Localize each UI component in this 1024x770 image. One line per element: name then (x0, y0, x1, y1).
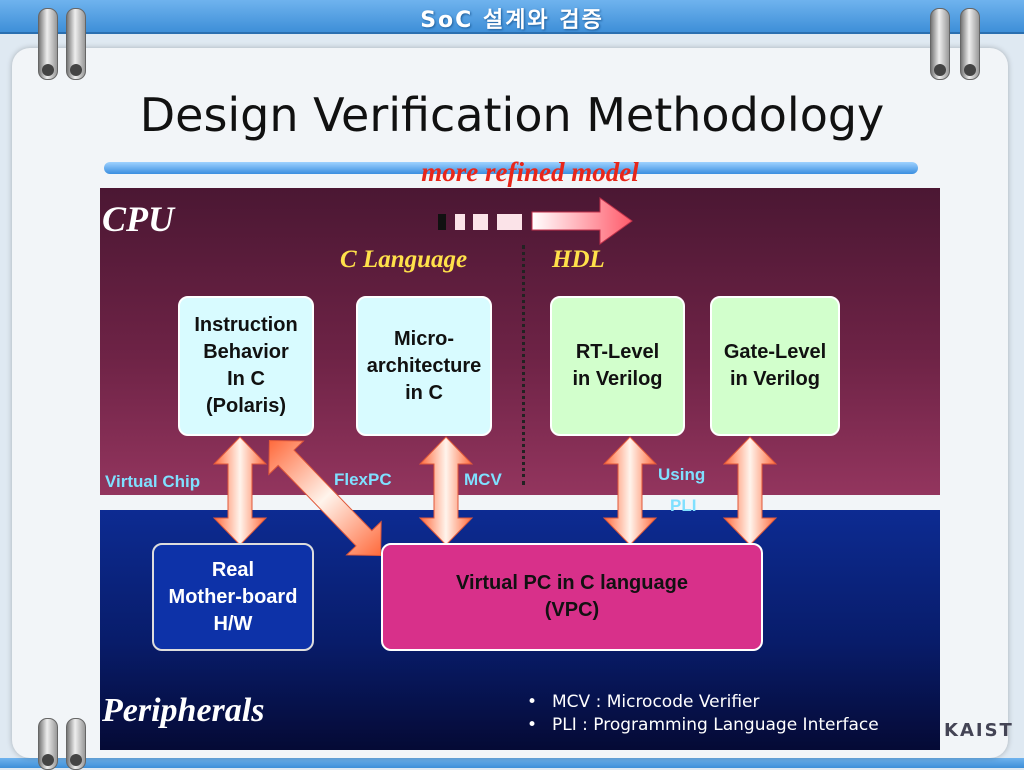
kaist-logo: KAIST (944, 720, 1014, 741)
box-line: In C (227, 368, 265, 390)
refinement-arrow-icon (438, 197, 633, 245)
pli-label: PLI (670, 496, 697, 515)
double-arrow-virtual-chip-icon (212, 436, 268, 546)
refined-model-label: more refined model (421, 157, 639, 187)
legend-text: PLI : Programming Language Interface (552, 715, 879, 735)
box-line: in Verilog (729, 368, 820, 390)
microarchitecture-box: Micro- architecture in C (356, 296, 492, 436)
flexpc-label: FlexPC (334, 470, 392, 489)
box-line: Micro- (394, 327, 454, 350)
bullet-icon: • (526, 692, 538, 712)
binder-ring-icon (930, 8, 950, 80)
binder-ring-icon (38, 718, 58, 770)
box-line: Instruction (194, 314, 298, 336)
box-line: Virtual PC in C language (456, 572, 688, 594)
binder-ring-icon (66, 8, 86, 80)
box-line: in Verilog (572, 368, 663, 390)
double-arrow-pli-rtl-icon (602, 436, 658, 546)
slide-title: Design Verification Methodology (139, 88, 885, 142)
binder-ring-icon (66, 718, 86, 770)
box-line: RT-Level (575, 341, 660, 363)
real-motherboard-box: Real Mother-board H/W (152, 543, 314, 651)
footer-bar (0, 758, 1024, 768)
binder-ring-icon (38, 8, 58, 80)
double-arrow-mcv-icon (418, 436, 474, 546)
box-line: (VPC) (544, 599, 600, 621)
box-line: (Polaris) (205, 395, 287, 417)
gate-level-box: Gate-Level in Verilog (710, 296, 840, 436)
mcv-label: MCV (464, 470, 502, 489)
box-line: H/W (213, 612, 253, 635)
c-language-label: C Language (340, 246, 468, 273)
abbreviation-legend: • MCV : Microcode Verifier • PLI : Program… (512, 692, 932, 738)
virtual-chip-label: Virtual Chip (105, 472, 201, 491)
binder-ring-icon (960, 8, 980, 80)
legend-item: • MCV : Microcode Verifier (512, 692, 932, 715)
hdl-label: HDL (552, 246, 605, 273)
title-underline (104, 162, 918, 174)
box-line: architecture (366, 354, 482, 377)
rt-level-box: RT-Level in Verilog (550, 296, 685, 436)
header-title: SoC 설계와 검증 (420, 8, 604, 33)
double-arrow-pli-gate-icon (722, 436, 778, 546)
cpu-label: CPU (102, 199, 174, 239)
peripherals-label: Peripherals (102, 692, 265, 729)
box-line: Behavior (203, 341, 289, 363)
box-line: Real (211, 558, 255, 581)
double-arrow-flexpc-icon (268, 439, 382, 557)
legend-text: MCV : Microcode Verifier (552, 692, 760, 712)
header-bar: SoC 설계와 검증 (0, 0, 1024, 34)
using-label: Using (658, 465, 706, 484)
box-line: Mother-board (168, 585, 298, 608)
bullet-icon: • (526, 715, 538, 735)
box-line: Gate-Level (723, 341, 827, 363)
instruction-behavior-box: Instruction Behavior In C (Polaris) (178, 296, 314, 436)
legend-item: • PLI : Programming Language Interface (512, 715, 932, 738)
box-line: in C (405, 381, 443, 404)
c-hdl-divider (522, 245, 525, 485)
virtual-pc-box: Virtual PC in C language (VPC) (381, 543, 763, 651)
